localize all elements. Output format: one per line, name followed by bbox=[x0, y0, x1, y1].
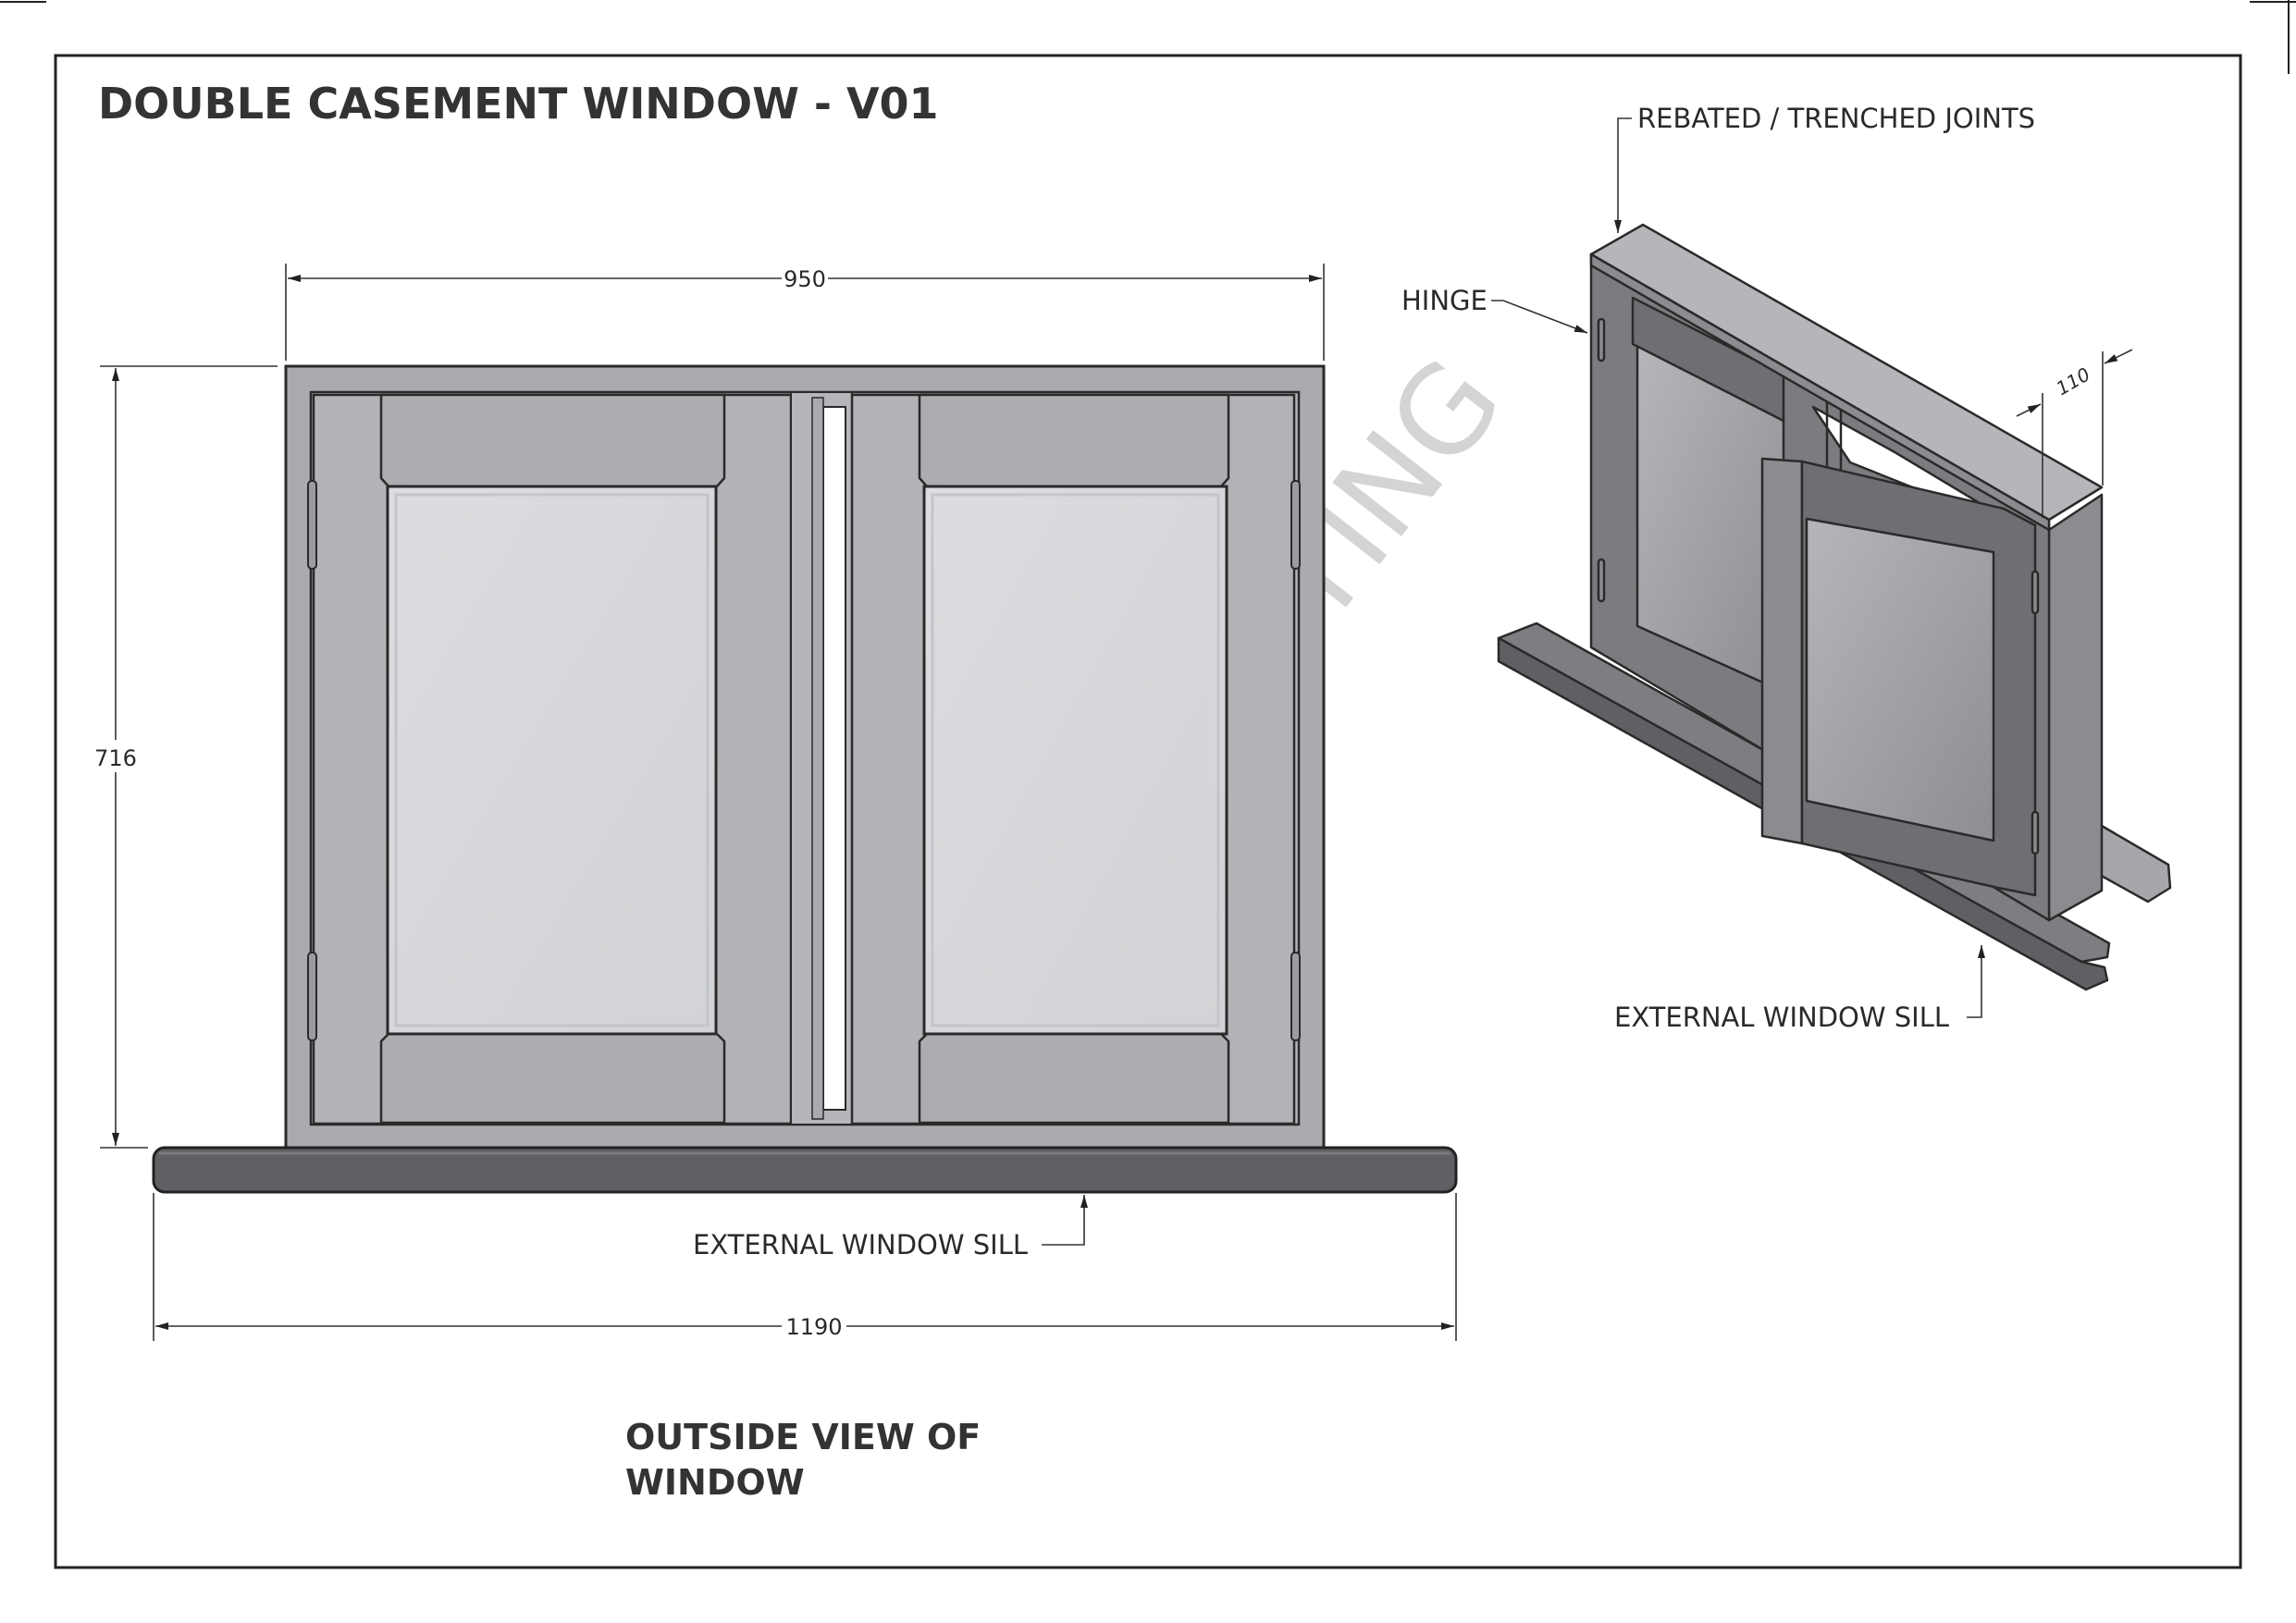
dimension-sill-width: 1190 bbox=[153, 1193, 1457, 1341]
svg-text:950: 950 bbox=[784, 266, 826, 292]
hinge-callout: HINGE bbox=[1401, 285, 1588, 334]
dimension-height: 716 bbox=[94, 365, 278, 1149]
svg-text:REBATED / TRENCHED JOINTS: REBATED / TRENCHED JOINTS bbox=[1637, 103, 2035, 134]
svg-text:HINGE: HINGE bbox=[1401, 285, 1487, 316]
right-glass-pane bbox=[922, 485, 1228, 1036]
sheet-corner-marks bbox=[0, 0, 2296, 74]
outside-view: 950 716 1190 EXTERNAL WINDOW SILL OUTSID… bbox=[94, 264, 1458, 1503]
svg-text:110: 110 bbox=[2053, 363, 2094, 400]
iso-sill-callout: EXTERNAL WINDOW SILL bbox=[1614, 945, 1985, 1033]
right-sash bbox=[850, 393, 1296, 1125]
isometric-view bbox=[1497, 223, 2172, 991]
drawing-title: DOUBLE CASEMENT WINDOW - V01 bbox=[98, 79, 939, 129]
dimension-width: 950 bbox=[285, 264, 1325, 361]
left-sash bbox=[312, 393, 793, 1125]
hinge-icon bbox=[1597, 317, 2040, 855]
external-window-sill bbox=[152, 1146, 1458, 1194]
svg-text:EXTERNAL WINDOW SILL: EXTERNAL WINDOW SILL bbox=[1614, 1002, 1949, 1033]
center-mullion bbox=[790, 391, 853, 1125]
hinge-icon bbox=[307, 480, 1301, 1041]
iso-frame-side bbox=[2047, 493, 2104, 922]
iso-sash-glass bbox=[1805, 517, 1995, 842]
left-glass-pane bbox=[386, 485, 718, 1036]
joints-callout: REBATED / TRENCHED JOINTS bbox=[1614, 103, 2035, 233]
svg-text:716: 716 bbox=[94, 745, 137, 771]
iso-sash-edge bbox=[1760, 457, 1804, 845]
svg-text:1190: 1190 bbox=[785, 1314, 842, 1340]
sill-callout: EXTERNAL WINDOW SILL bbox=[693, 1195, 1088, 1260]
view-caption-line1: OUTSIDE VIEW OF bbox=[625, 1417, 981, 1457]
view-caption-line2: WINDOW bbox=[625, 1462, 805, 1503]
svg-text:EXTERNAL WINDOW SILL: EXTERNAL WINDOW SILL bbox=[693, 1229, 1028, 1260]
drawing-border bbox=[54, 54, 2242, 1569]
